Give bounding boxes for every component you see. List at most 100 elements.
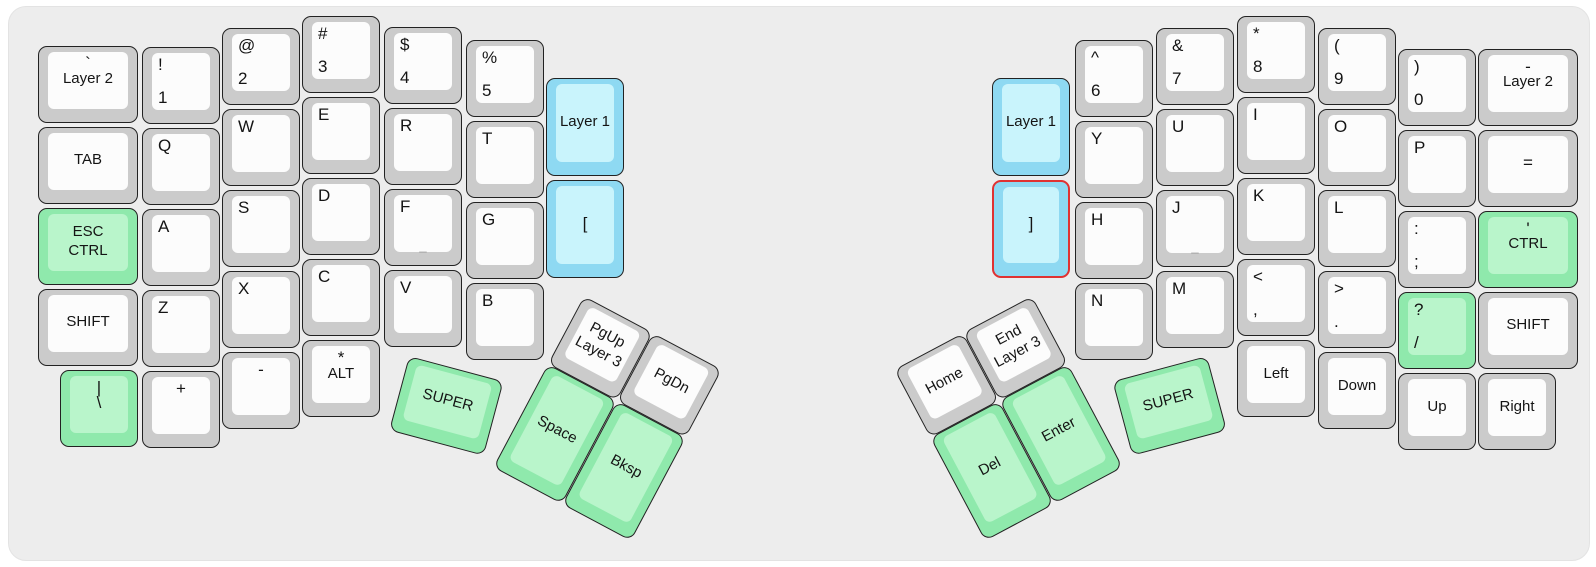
key-asterisk-8[interactable]: *8 bbox=[1237, 16, 1315, 93]
key-legend: . bbox=[1334, 312, 1339, 331]
keycap-top: Down bbox=[1328, 358, 1386, 415]
key-n[interactable]: N bbox=[1075, 283, 1153, 360]
key-legend: ^ bbox=[1091, 48, 1099, 67]
key-arrow-up[interactable]: Up bbox=[1398, 373, 1476, 450]
key-shift-left[interactable]: SHIFT bbox=[38, 289, 138, 366]
key-e[interactable]: E bbox=[302, 97, 380, 174]
key-pipe-backslash[interactable]: |\ bbox=[60, 370, 138, 447]
key-b[interactable]: B bbox=[466, 283, 544, 360]
key-legend: ESC bbox=[72, 222, 104, 240]
key-backtick-layer2[interactable]: `Layer 2 bbox=[38, 46, 138, 123]
key-k[interactable]: K bbox=[1237, 178, 1315, 255]
key-p[interactable]: P bbox=[1398, 130, 1476, 207]
key-legend: @ bbox=[238, 36, 256, 55]
keycap-top: Layer 1 bbox=[556, 84, 614, 162]
key-legend: J bbox=[1172, 198, 1181, 217]
key-t[interactable]: T bbox=[466, 121, 544, 198]
key-left-bracket[interactable]: [ bbox=[546, 180, 624, 278]
key-legend: Y bbox=[1091, 129, 1103, 148]
key-hash-3[interactable]: #3 bbox=[302, 16, 380, 93]
key-arrow-right[interactable]: Right bbox=[1478, 373, 1556, 450]
key-legend: V bbox=[400, 278, 412, 297]
key-right-bracket[interactable]: ] bbox=[992, 180, 1070, 278]
key-o[interactable]: O bbox=[1318, 109, 1396, 186]
key-l[interactable]: L bbox=[1318, 190, 1396, 267]
key-s[interactable]: S bbox=[222, 190, 300, 267]
keycap-top: [ bbox=[556, 186, 614, 264]
key-legend: & bbox=[1172, 36, 1184, 55]
key-u[interactable]: U bbox=[1156, 109, 1234, 186]
key-z[interactable]: Z bbox=[142, 290, 220, 367]
key-tab[interactable]: TAB bbox=[38, 127, 138, 204]
key-layer1-left[interactable]: Layer 1 bbox=[546, 78, 624, 176]
key-w[interactable]: W bbox=[222, 109, 300, 186]
key-colon-semicolon[interactable]: :; bbox=[1398, 211, 1476, 288]
key-plus[interactable]: + bbox=[142, 371, 220, 448]
key-minus-layer2[interactable]: -Layer 2 bbox=[1478, 49, 1578, 126]
key-q[interactable]: Q bbox=[142, 128, 220, 205]
keycap-top: (9 bbox=[1328, 34, 1386, 91]
key-j-homing[interactable]: J_ bbox=[1156, 190, 1234, 267]
key-h[interactable]: H bbox=[1075, 202, 1153, 279]
key-i[interactable]: I bbox=[1237, 97, 1315, 174]
key-legend: CTRL bbox=[1508, 235, 1548, 252]
key-legend: - bbox=[1525, 57, 1531, 76]
key-legend: Layer 1 bbox=[559, 113, 611, 131]
keycap-top: SHIFT bbox=[48, 295, 128, 352]
key-legend: R bbox=[400, 116, 413, 135]
key-legend: = bbox=[1523, 152, 1533, 172]
keycap-top: Z bbox=[152, 296, 210, 353]
key-m[interactable]: M bbox=[1156, 271, 1234, 348]
key-c[interactable]: C bbox=[302, 259, 380, 336]
key-caret-6[interactable]: ^6 bbox=[1075, 40, 1153, 117]
key-minus-left[interactable]: - bbox=[222, 352, 300, 429]
key-dollar-4[interactable]: $4 bbox=[384, 27, 462, 104]
key-legend: B bbox=[482, 291, 494, 310]
keycap-top: V bbox=[394, 276, 452, 333]
key-y[interactable]: Y bbox=[1075, 121, 1153, 198]
key-asterisk-alt[interactable]: *ALT bbox=[302, 340, 380, 417]
key-legend: * bbox=[1253, 24, 1260, 43]
key-legend: ? bbox=[1414, 300, 1424, 319]
keycap-top: S bbox=[232, 196, 290, 253]
key-shift-right[interactable]: SHIFT bbox=[1478, 292, 1578, 369]
key-arrow-left[interactable]: Left bbox=[1237, 340, 1315, 417]
key-arrow-down[interactable]: Down bbox=[1318, 352, 1396, 429]
key-at-2[interactable]: @2 bbox=[222, 28, 300, 105]
key-g[interactable]: G bbox=[466, 202, 544, 279]
key-legend: | bbox=[96, 378, 102, 397]
keycap-top: ?/ bbox=[1408, 298, 1466, 355]
key-question-slash[interactable]: ?/ bbox=[1398, 292, 1476, 369]
key-equals[interactable]: = bbox=[1478, 130, 1578, 207]
key-legend-center: Layer 2 bbox=[48, 52, 128, 109]
keycap-top: @2 bbox=[232, 34, 290, 91]
key-legend: K bbox=[1253, 186, 1265, 205]
key-lt-comma[interactable]: <, bbox=[1237, 259, 1315, 336]
key-legend: Enter bbox=[1038, 413, 1079, 446]
key-legend: I bbox=[1253, 105, 1258, 124]
key-legend: Down bbox=[1337, 376, 1377, 394]
keycap-top: %5 bbox=[476, 46, 534, 103]
key-quote-ctrl[interactable]: 'CTRL bbox=[1478, 211, 1578, 288]
key-d[interactable]: D bbox=[302, 178, 380, 255]
key-f-homing[interactable]: F_ bbox=[384, 189, 462, 266]
key-legend: % bbox=[482, 48, 498, 67]
key-gt-period[interactable]: >. bbox=[1318, 271, 1396, 348]
key-r[interactable]: R bbox=[384, 108, 462, 185]
key-amp-7[interactable]: &7 bbox=[1156, 28, 1234, 105]
key-percent-5[interactable]: %5 bbox=[466, 40, 544, 117]
key-legend: Layer 2 bbox=[1502, 73, 1554, 90]
key-v[interactable]: V bbox=[384, 270, 462, 347]
keycap-top: L bbox=[1328, 196, 1386, 253]
key-lparen-9[interactable]: (9 bbox=[1318, 28, 1396, 105]
key-a[interactable]: A bbox=[142, 209, 220, 286]
key-exclam-1[interactable]: !1 bbox=[142, 47, 220, 124]
keycap-top: C bbox=[312, 265, 370, 322]
key-legend: * bbox=[337, 348, 345, 367]
key-x[interactable]: X bbox=[222, 271, 300, 348]
key-rparen-0[interactable]: )0 bbox=[1398, 49, 1476, 126]
key-layer1-right[interactable]: Layer 1 bbox=[992, 78, 1070, 176]
key-legend: ; bbox=[1414, 252, 1419, 271]
